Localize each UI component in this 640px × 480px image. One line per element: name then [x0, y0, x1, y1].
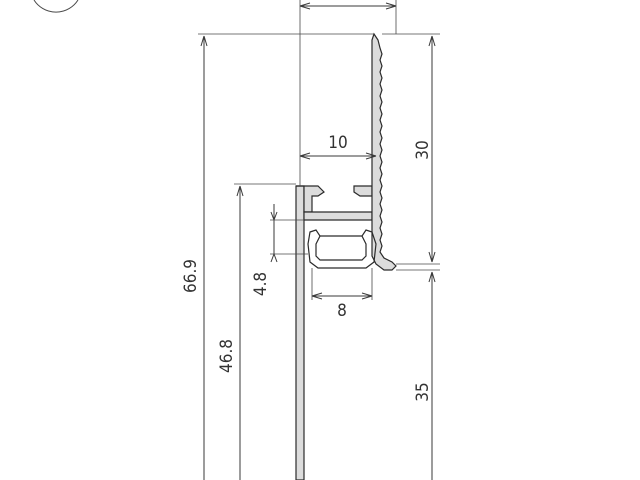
label-diffuser-offset: 35	[413, 382, 433, 401]
dimension-lines	[200, 2, 436, 480]
profile-shelf	[303, 211, 373, 221]
label-insert-height: 4.8	[251, 272, 271, 296]
profile-clip	[353, 185, 373, 197]
dimension-labels: 66.9 46.8 30 35 4.8 10 8	[181, 133, 433, 402]
label-channel-width: 8	[337, 301, 347, 321]
label-channel-depth: 10	[328, 133, 347, 153]
profile-wall	[295, 185, 305, 480]
label-lower-height: 46.8	[217, 339, 237, 373]
extension-lines	[198, 0, 440, 300]
profile-cap	[296, 185, 325, 213]
profile-screen	[371, 32, 397, 271]
label-screen-height: 30	[413, 140, 433, 159]
aluminium-profile	[295, 32, 397, 480]
logo-ring	[33, 0, 79, 13]
label-overall-height: 66.9	[181, 259, 201, 293]
